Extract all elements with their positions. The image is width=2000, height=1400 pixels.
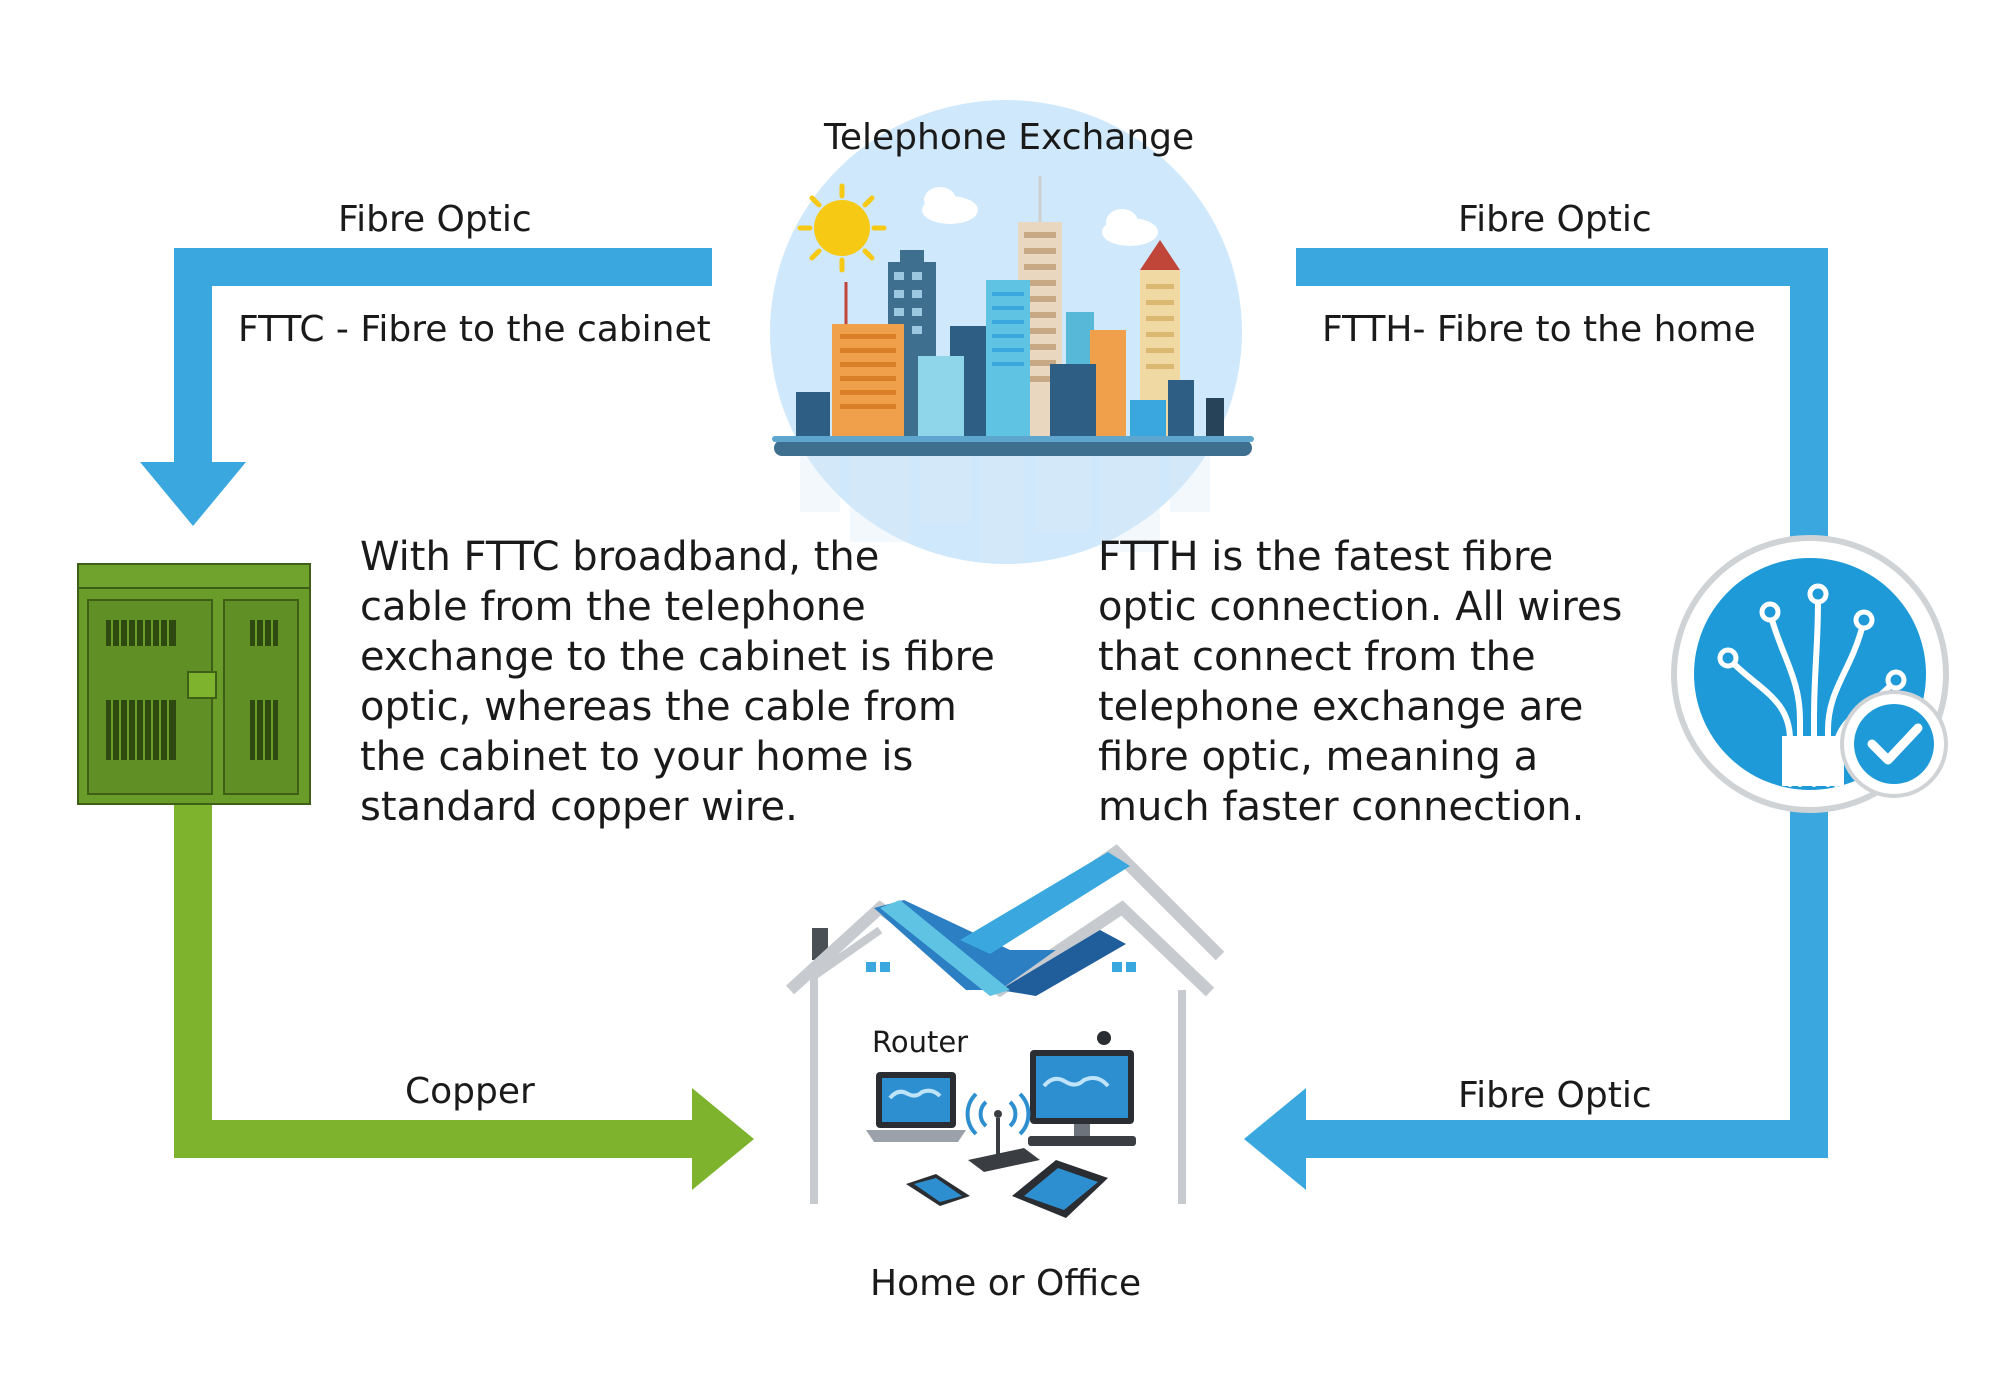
ftth-label: FTTH- Fibre to the home	[1322, 309, 1756, 350]
router-icon	[965, 1092, 1040, 1172]
phone-icon	[906, 1174, 970, 1206]
ftth-line: FTTH is the fatest fibre	[1098, 534, 1554, 580]
ftth-line: optic connection. All wires	[1098, 584, 1623, 630]
ftth-line: fibre optic, meaning a	[1098, 734, 1539, 780]
fttc-line: the cabinet to your home is	[360, 734, 914, 780]
copper-arrow	[174, 800, 754, 1190]
router-label: Router	[872, 1025, 969, 1059]
fttc-line: With FTTC broadband, the	[360, 534, 880, 580]
fibre-optic-label-right: Fibre Optic	[1458, 199, 1652, 240]
ftth-description: FTTH is the fatest fibre optic connectio…	[1098, 532, 1622, 832]
fttc-line: standard copper wire.	[360, 784, 798, 830]
ftth-line: that connect from the	[1098, 634, 1536, 680]
ftth-line: telephone exchange are	[1098, 684, 1584, 730]
fttc-line: optic, whereas the cable from	[360, 684, 957, 730]
street-cabinet-icon	[77, 563, 311, 805]
fibre-optic-label-bottom: Fibre Optic	[1458, 1075, 1652, 1116]
tablet-icon	[1012, 1160, 1108, 1218]
fibre-optic-label-left: Fibre Optic	[338, 199, 532, 240]
telephone-exchange-label: Telephone Exchange	[824, 117, 1195, 158]
desktop-icon	[1028, 1031, 1136, 1146]
home-or-office-label: Home or Office	[870, 1263, 1142, 1304]
fttc-line: cable from the telephone	[360, 584, 866, 630]
copper-label: Copper	[405, 1071, 535, 1112]
house-icon	[785, 844, 1225, 1204]
ftth-line: much faster connection.	[1098, 784, 1585, 830]
fttc-line: exchange to the cabinet is fibre	[360, 634, 995, 680]
fttc-label: FTTC - Fibre to the cabinet	[238, 309, 711, 350]
fttc-description: With FTTC broadband, the cable from the …	[360, 532, 995, 832]
cloud-icon	[922, 187, 1158, 246]
laptop-icon	[866, 1072, 966, 1142]
sun-icon	[797, 183, 887, 273]
city-skyline-icon	[770, 100, 1254, 564]
fibre-optic-check-icon	[1671, 535, 1949, 813]
fttc-fibre-arrow	[140, 248, 712, 526]
